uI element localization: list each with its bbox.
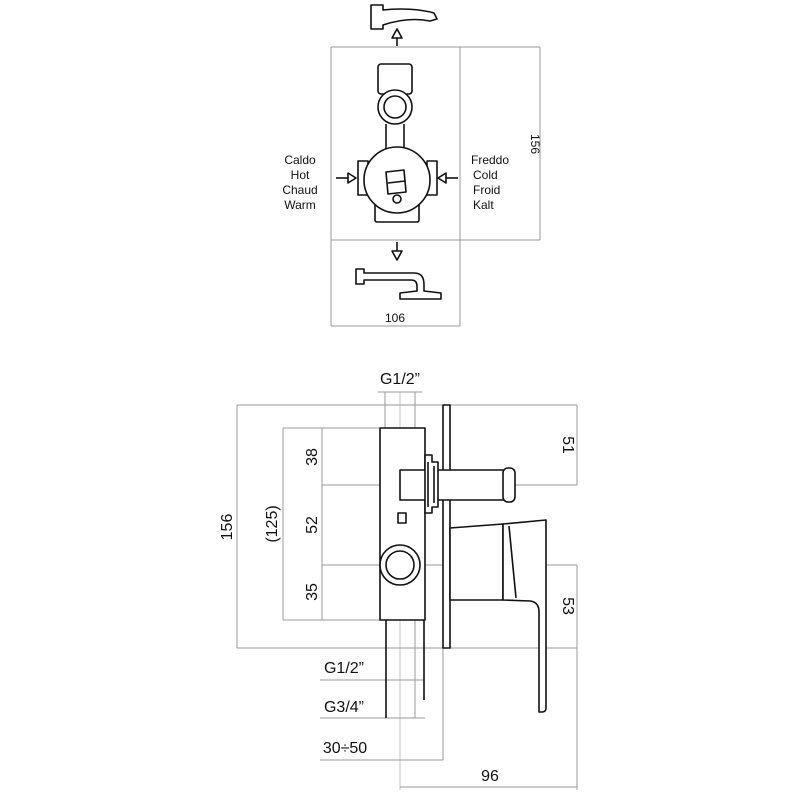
hot-label-en: Hot: [291, 168, 310, 182]
cold-label-fr: Froid: [473, 183, 500, 197]
top-thread-label: G1/2”: [380, 371, 420, 388]
top-view-frame: [330, 46, 541, 327]
top-view: Caldo Hot Chaud Warm Freddo Cold Froid K…: [282, 4, 542, 327]
diverter-stem: [399, 454, 516, 514]
cold-inlet-arrow-icon: [437, 172, 458, 184]
body-port: [397, 512, 407, 524]
top-height-dimension: 156: [528, 134, 542, 154]
lower-segment-label: 35: [304, 583, 321, 601]
bottom-thread-label: G1/2”: [324, 660, 364, 677]
wall-plate: [442, 404, 451, 649]
valve-body: [379, 427, 426, 621]
mixer-handle: [449, 519, 547, 713]
depth-range-label: 30÷50: [323, 740, 367, 757]
bottom-pipe: [385, 620, 425, 718]
body-height-label: (125): [264, 505, 281, 542]
hot-label-it: Caldo: [284, 153, 316, 167]
middle-segment-label: 52: [304, 516, 321, 534]
side-view: G1/2” 156 (125) 38 52 35 51 53 G1/2” G3/…: [219, 371, 578, 790]
hot-labels: Caldo Hot Chaud Warm: [282, 153, 317, 212]
cold-label-de: Kalt: [473, 198, 494, 212]
overall-height-label: 156: [219, 514, 236, 541]
outlet-up-arrow-icon: [391, 28, 403, 46]
shower-head-icon: [355, 268, 442, 300]
cartridge-port: [379, 544, 421, 586]
upper-segment-label: 38: [304, 448, 321, 466]
overall-depth-label: 96: [481, 768, 499, 785]
cold-label-en: Cold: [473, 168, 498, 182]
hot-label-de: Warm: [284, 198, 316, 212]
hot-label-fr: Chaud: [282, 183, 317, 197]
outlet-thread-label: G3/4”: [324, 699, 364, 716]
cold-labels: Freddo Cold Froid Kalt: [471, 153, 509, 212]
top-width-dimension: 106: [385, 311, 405, 325]
handle-offset-label: 53: [559, 597, 576, 615]
outlet-down-arrow-icon: [391, 242, 403, 261]
stem-offset-label: 51: [559, 436, 576, 454]
bath-spout-icon: [370, 4, 438, 30]
diverter-valve-body: [357, 63, 438, 223]
hot-inlet-arrow-icon: [336, 172, 357, 184]
cold-label-it: Freddo: [471, 153, 509, 167]
